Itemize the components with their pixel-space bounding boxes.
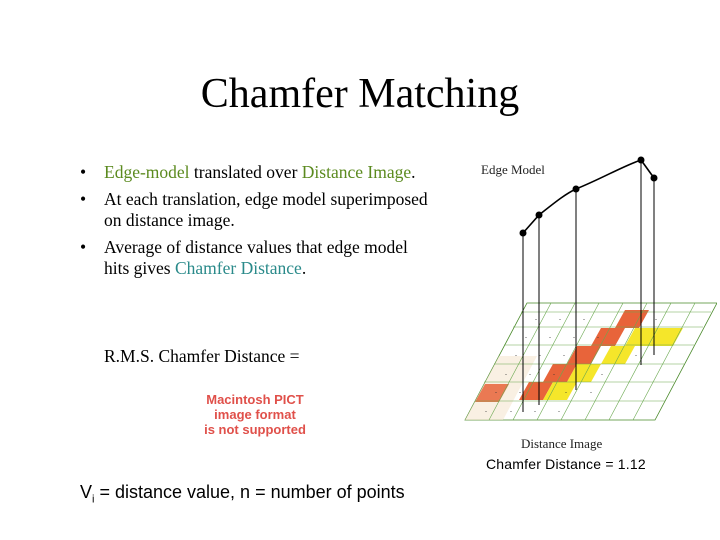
distance-image-term: Distance Image — [301, 162, 412, 182]
edge-point — [650, 174, 658, 182]
svg-text:-: - — [559, 317, 561, 323]
svg-text:-: - — [558, 409, 560, 415]
grid-cell — [601, 346, 635, 364]
bullet-text: . — [301, 258, 307, 278]
svg-text:-: - — [519, 390, 521, 396]
edge-point — [572, 185, 580, 193]
pict-line: Macintosh PICT — [206, 392, 304, 407]
bullet-text: Average of distance values that edge mod… — [104, 237, 408, 278]
bullet-item: • Average of distance values that edge m… — [80, 237, 435, 279]
projection-lines — [522, 160, 655, 412]
pict-placeholder: Macintosh PICT image format is not suppo… — [170, 392, 340, 437]
svg-text:-: - — [510, 409, 512, 415]
edge-model-label: Edge Model — [481, 162, 545, 177]
grid-cell — [543, 364, 577, 382]
svg-text:-: - — [583, 317, 585, 323]
bullet-item: • At each translation, edge model superi… — [80, 189, 435, 231]
edge-model-term: Edge-model — [104, 162, 190, 182]
svg-text:-: - — [565, 390, 567, 396]
footnote-text: = distance value, n = number of points — [94, 482, 405, 502]
svg-text:-: - — [485, 409, 487, 415]
chamfer-figure: Edge Model — [464, 156, 717, 451]
svg-text:-: - — [549, 335, 551, 341]
footnote-subscript: i — [92, 493, 95, 506]
edge-point — [637, 156, 645, 164]
svg-text:-: - — [553, 372, 555, 378]
bullet-symbol: • — [80, 162, 87, 182]
pict-line: image format — [214, 407, 296, 422]
distance-grid: - - - - - - - - - - - - - - - - - - - - - - - - — [464, 302, 717, 421]
svg-text:-: - — [534, 409, 536, 415]
svg-text:-: - — [635, 353, 637, 359]
svg-text:-: - — [535, 317, 537, 323]
bullet-text: At each translation, edge model superimp… — [104, 189, 428, 230]
chamfer-distance-result: Chamfer Distance = 1.12 — [486, 456, 646, 472]
svg-text:-: - — [655, 317, 657, 323]
bullet-item: • Edge-model translated over Distance Im… — [80, 162, 435, 183]
svg-text:-: - — [495, 390, 497, 396]
svg-text:-: - — [525, 335, 527, 341]
grid-cell — [519, 382, 553, 400]
svg-text:-: - — [601, 372, 603, 378]
svg-text:-: - — [505, 372, 507, 378]
edge-point — [535, 211, 543, 219]
grid-cell — [543, 382, 577, 400]
bullet-symbol: • — [80, 237, 87, 257]
bullet-symbol: • — [80, 189, 87, 209]
footnote: Vi = distance value, n = number of point… — [80, 482, 405, 506]
svg-text:-: - — [590, 390, 592, 396]
svg-text:-: - — [573, 335, 575, 341]
svg-text:-: - — [529, 372, 531, 378]
svg-text:-: - — [539, 353, 541, 359]
grid-cell — [591, 328, 625, 346]
grid-cell — [475, 384, 509, 402]
distance-image-label: Distance Image — [521, 436, 602, 451]
bullet-list: • Edge-model translated over Distance Im… — [80, 162, 435, 285]
edge-model-curve — [519, 156, 658, 237]
rms-formula-label: R.M.S. Chamfer Distance = — [104, 346, 300, 366]
edge-point — [519, 229, 527, 237]
pict-line: is not supported — [204, 422, 306, 437]
footnote-var: V — [80, 482, 93, 502]
bullet-text: . — [411, 162, 416, 182]
bullet-text: translated over — [189, 162, 302, 182]
slide-title: Chamfer Matching — [200, 71, 520, 117]
svg-text:-: - — [563, 353, 565, 359]
chamfer-distance-term: Chamfer Distance — [174, 258, 302, 278]
svg-text:-: - — [597, 335, 599, 341]
svg-text:-: - — [515, 353, 517, 359]
